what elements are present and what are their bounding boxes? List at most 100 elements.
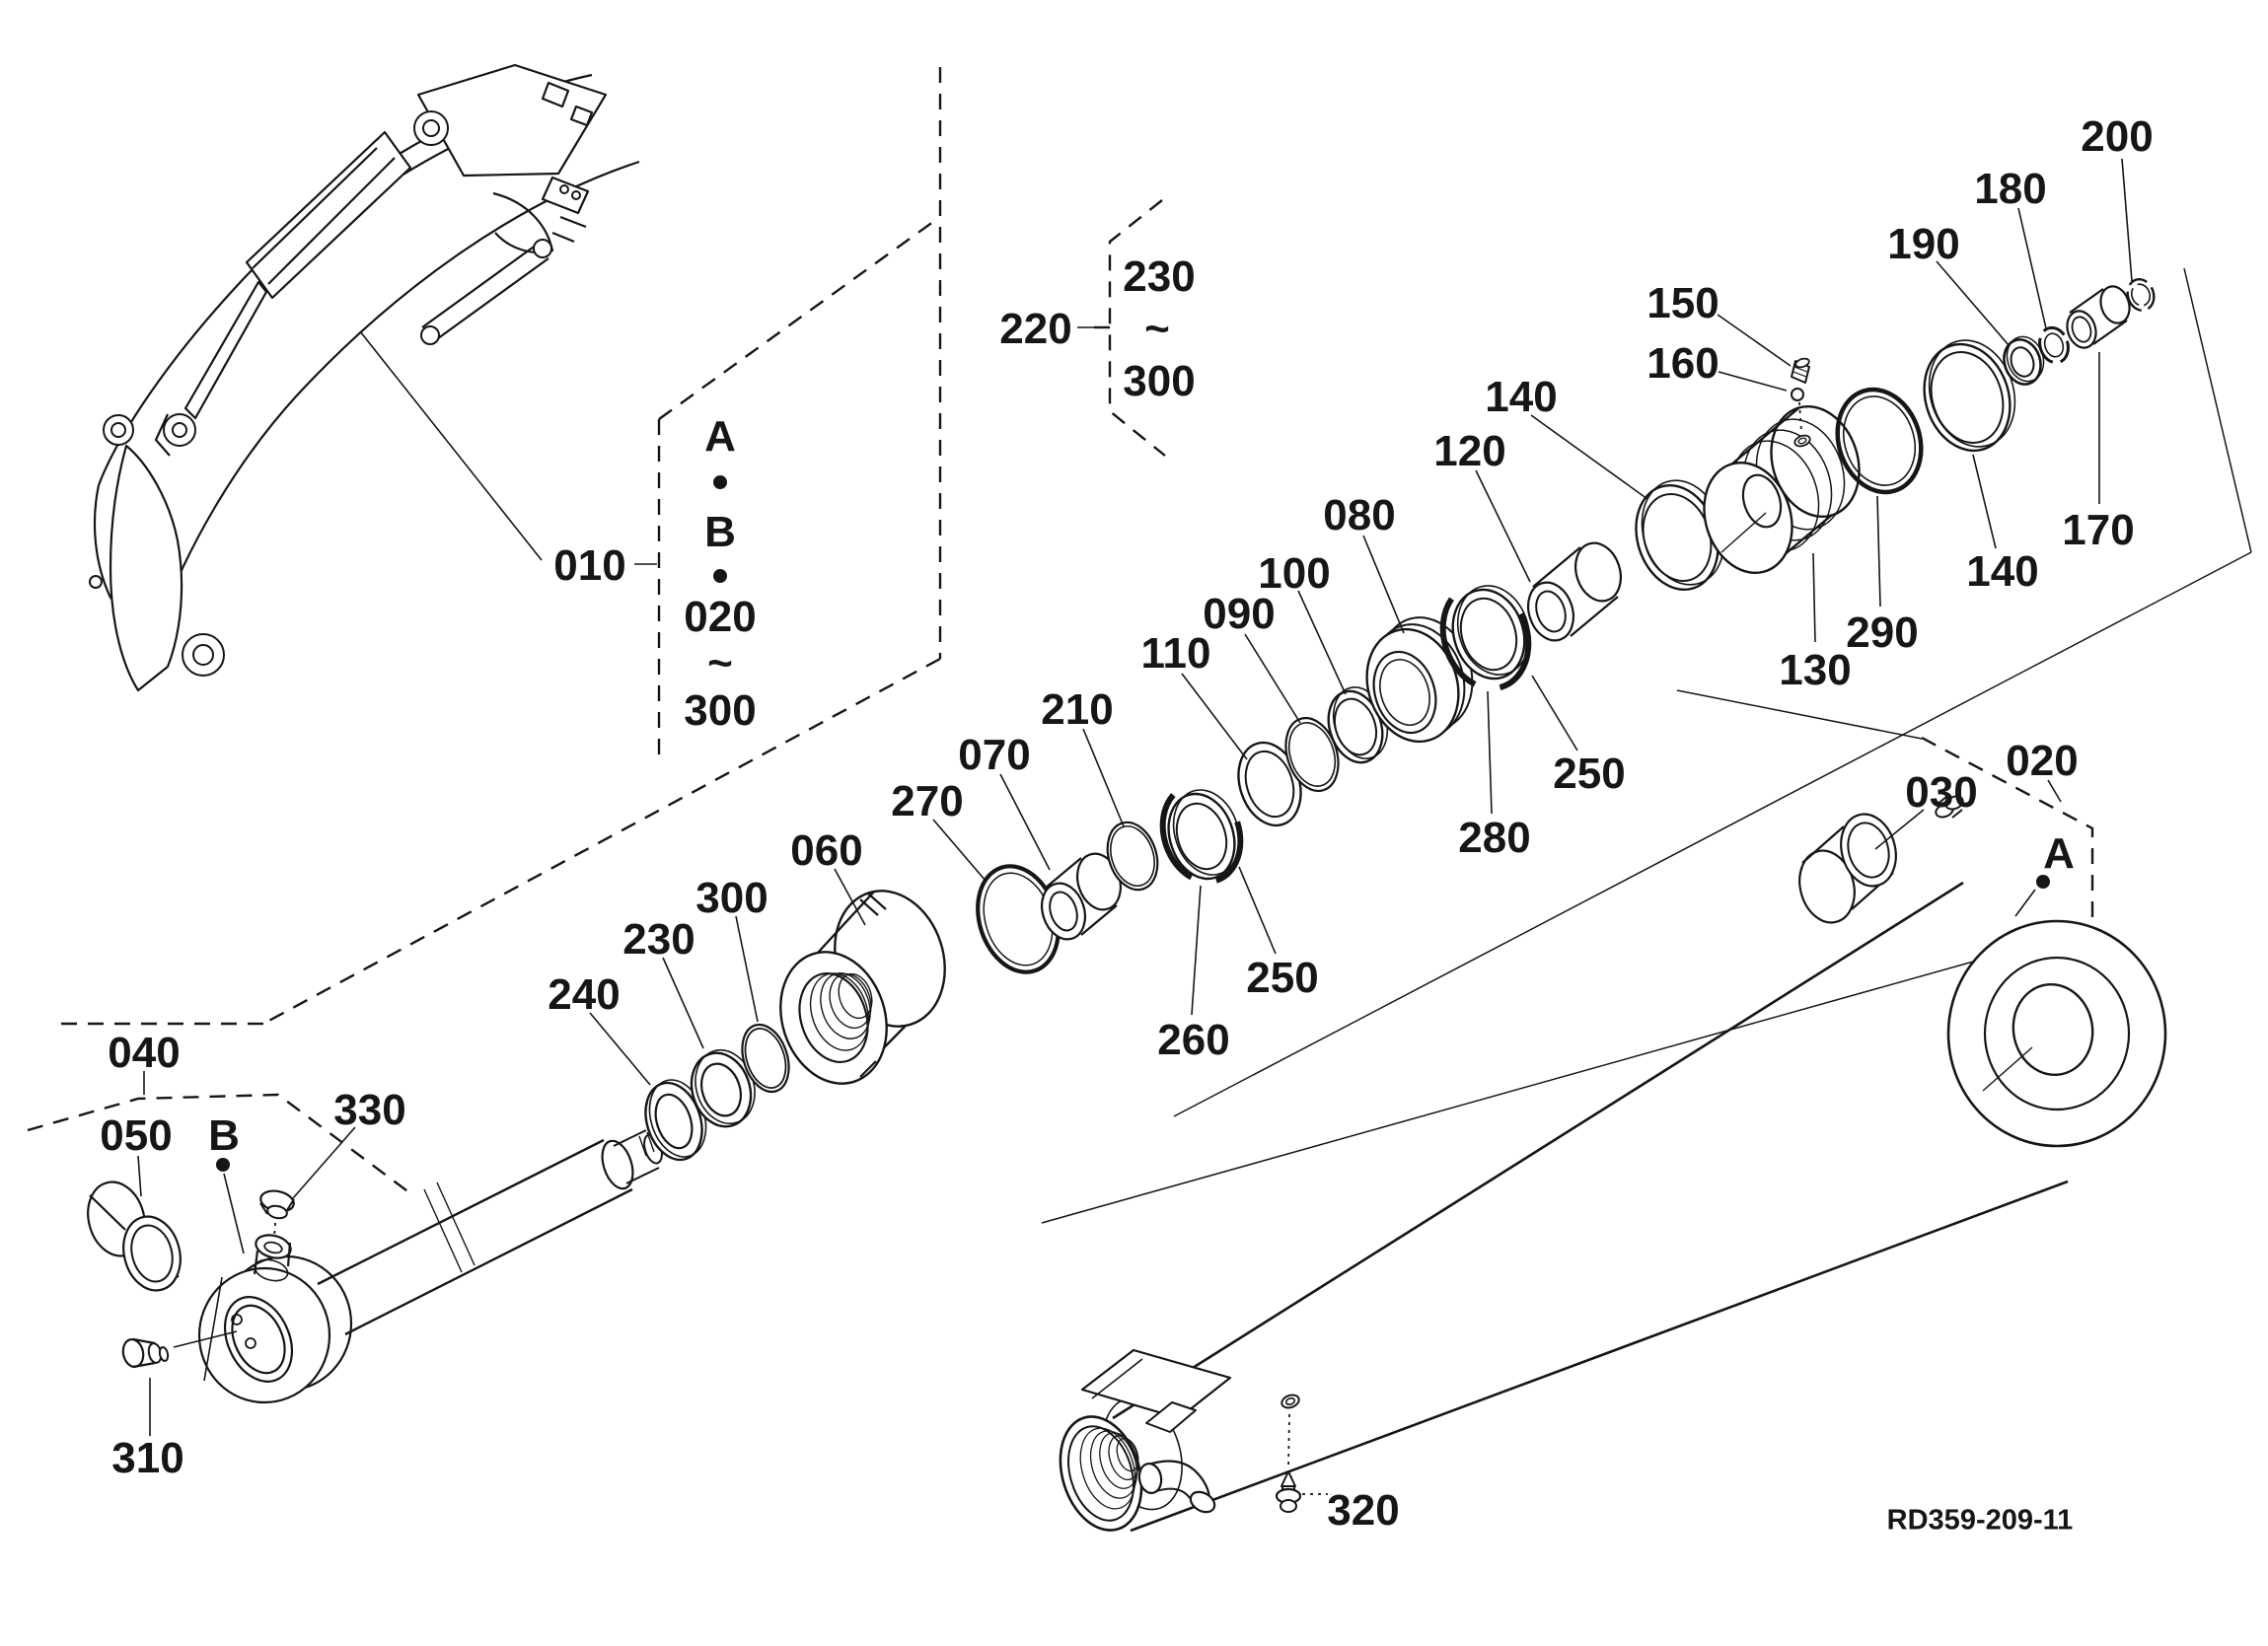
callout-180: 180	[1974, 165, 2046, 213]
oring-090	[1284, 716, 1340, 793]
boom-bracket-hole-inner	[422, 119, 440, 137]
oring-090-shape	[1287, 722, 1337, 787]
callout-330: 330	[333, 1086, 405, 1134]
piston-rod-shape	[646, 1131, 655, 1153]
boom-link-hole-inner	[192, 644, 214, 666]
boom-link-bar-1	[421, 244, 538, 328]
callout-box-B: B	[704, 508, 736, 556]
rod-head-shape	[231, 1304, 286, 1375]
set-screw-150-shape	[1794, 357, 1810, 369]
callout-300-range: 300	[1123, 357, 1195, 405]
barrel-tube-shape	[1108, 1434, 1139, 1481]
set-screw-150	[1791, 357, 1810, 384]
piston-130-shape	[1793, 434, 1811, 448]
leader-280	[1487, 690, 1493, 815]
gland-060-shape	[867, 893, 887, 910]
piston-rod-shape	[436, 1181, 476, 1266]
boom-tab-hole-1	[559, 184, 569, 194]
callout-250-left: 250	[1246, 954, 1318, 1002]
assembly-axis-lines	[1041, 267, 2252, 1224]
callout-310: 310	[111, 1434, 183, 1482]
callout-box-020: 020	[684, 593, 756, 641]
plug-310-shape	[132, 1361, 156, 1369]
ring-140-left	[1635, 479, 1725, 592]
leader-090	[1244, 633, 1301, 724]
gland-060	[779, 890, 946, 1085]
piston-rod-shape	[613, 1129, 647, 1147]
leader-260	[1191, 885, 1202, 1016]
dash-box040-roof	[27, 1093, 415, 1197]
barrel-eye-shape	[2012, 982, 2094, 1077]
boom-pivot-inner	[110, 422, 126, 438]
seal-ring-230	[690, 1048, 756, 1128]
bushing-050-shape	[130, 1224, 174, 1283]
ring-140-right	[1923, 339, 2016, 453]
cylinder-barrel-010	[245, 130, 412, 300]
bushing-120-shape	[1532, 546, 1581, 588]
callout-020: 020	[2006, 737, 2078, 785]
axis-line-2	[1173, 551, 2252, 1117]
ring-140-right-shape	[1930, 351, 2005, 444]
bushing-050-shape	[122, 1215, 182, 1292]
callout-090: 090	[1203, 590, 1275, 638]
leader-100	[1297, 590, 1347, 695]
boom-link-bar-2	[433, 257, 549, 342]
barrel-port-nub-shape	[1951, 809, 1963, 819]
boom-pin-1	[541, 81, 570, 108]
rod-head-shape	[245, 1337, 256, 1349]
leader-070	[999, 773, 1051, 871]
seal-ring-230-shape	[699, 1062, 743, 1117]
dot-line-320-a	[1287, 1413, 1290, 1469]
boom-clevis	[154, 413, 171, 457]
snap-ring-180-shape	[2043, 332, 2065, 358]
callout-230: 230	[622, 915, 695, 964]
callout-270: 270	[891, 777, 963, 825]
gland-060-shape	[820, 972, 871, 1039]
callout-190: 190	[1887, 220, 1959, 268]
callout-280: 280	[1458, 814, 1530, 862]
piston-130-shape	[1720, 512, 1767, 553]
piston-rod-shape	[625, 1167, 660, 1184]
dot-line-150	[1798, 401, 1802, 433]
callout-B-bottom: B	[208, 1111, 240, 1160]
barrel-tube-shape	[1116, 1437, 1139, 1472]
barrel-eye-shape	[1982, 1046, 2033, 1092]
dash-separator-diagonal	[262, 657, 941, 1026]
barrel-lug-shape	[1145, 1401, 1197, 1433]
grease-boss	[1280, 1394, 1300, 1409]
bushing-030-shape	[1801, 825, 1845, 864]
leader-210	[1082, 728, 1125, 827]
callout-260: 260	[1157, 1016, 1229, 1064]
ring-140-right-shape	[1928, 339, 2016, 448]
gland-060-shape	[838, 972, 873, 1020]
rod-head-shape	[286, 1242, 292, 1267]
dash-box010-top	[658, 218, 938, 420]
dash-box020	[1921, 736, 2094, 923]
screw-320-shape	[1280, 1470, 1296, 1487]
callout-230-range: 230	[1123, 252, 1195, 301]
callout-120: 120	[1433, 427, 1505, 475]
bushing-030-shape	[1847, 822, 1890, 879]
bushing-120	[1527, 541, 1622, 642]
rod-head-shape	[254, 1258, 289, 1282]
oring-300-shape	[744, 1028, 787, 1089]
snap-ring-200-shape	[2130, 283, 2152, 307]
spacer-070-shape	[1080, 904, 1118, 936]
callout-240: 240	[548, 970, 620, 1019]
plug-330-shape	[266, 1204, 288, 1220]
gland-060-shape	[859, 1060, 877, 1078]
barrel-port-nub-shape	[1944, 795, 1964, 811]
leader-010-a	[359, 330, 543, 561]
leader-150	[1717, 314, 1792, 367]
ref-dot-box-2	[713, 569, 727, 583]
piston-rod-shape	[601, 1139, 634, 1190]
leader-200	[2121, 158, 2133, 282]
leader-300	[735, 915, 759, 1023]
callout-070: 070	[958, 731, 1030, 779]
callout-160: 160	[1646, 339, 1719, 388]
boom-hook	[492, 191, 554, 254]
piston-130	[1703, 404, 1861, 575]
screw-320-shape	[1280, 1499, 1297, 1513]
barrel-tube-shape	[1130, 1180, 2069, 1533]
